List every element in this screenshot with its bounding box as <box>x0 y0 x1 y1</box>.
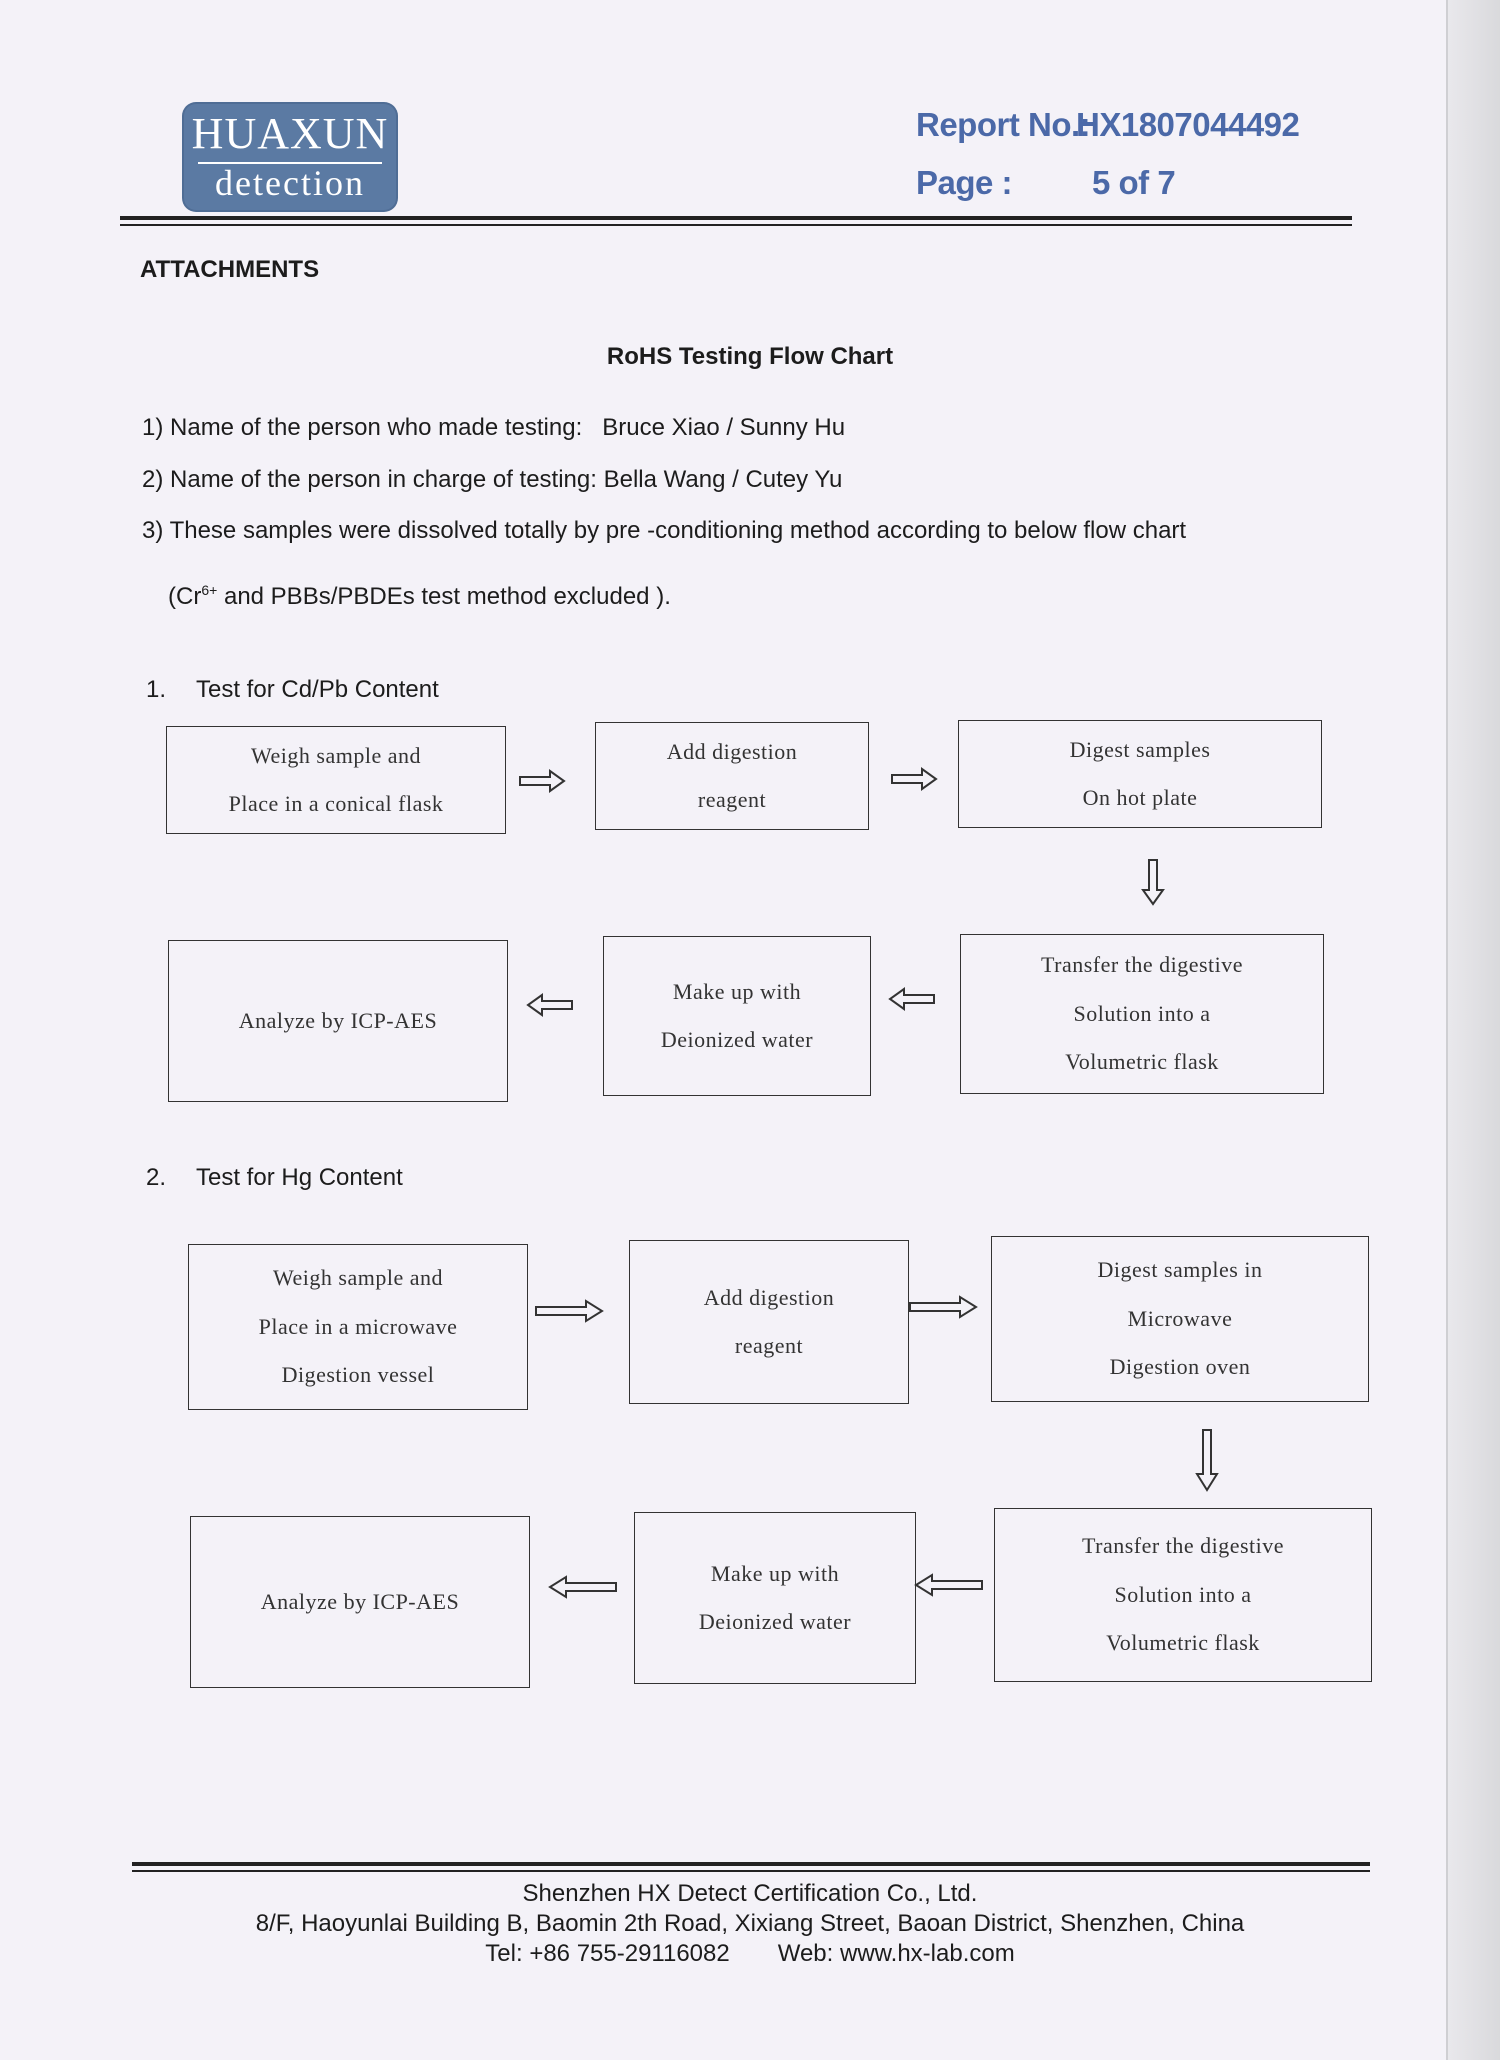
footer-contact: Tel: +86 755-29116082 Web: www.hx-lab.com <box>0 1940 1500 1968</box>
s2-step-weigh-line1: Weigh sample and <box>273 1265 443 1291</box>
section-1-title: Test for Cd/Pb Content <box>196 676 439 703</box>
footer-rule-bottom <box>132 1870 1370 1872</box>
s1-step-weigh: Weigh sample and Place in a conical flas… <box>166 726 506 834</box>
s2-step-add-reagent-line2: reagent <box>734 1333 804 1358</box>
s1-step-digest: Digest samples On hot plate <box>958 720 1322 828</box>
footer-web: Web: www.hx-lab.com <box>777 1940 1015 1967</box>
s2-arrow-right-2-icon <box>909 1295 978 1319</box>
info-line-2-label: 2) Name of the person in charge of testi… <box>142 466 597 493</box>
s1-step-makeup-line2: Deionized water <box>660 1027 814 1052</box>
section-1-number: 1. <box>146 676 167 703</box>
info-line-3: 3) These samples were dissolved totally … <box>142 517 1187 544</box>
flow-chart-title: RoHS Testing Flow Chart <box>606 343 894 370</box>
footer-address: 8/F, Haoyunlai Building B, Baomin 2th Ro… <box>255 1910 1245 1937</box>
s1-step-add-reagent: Add digestion reagent <box>595 722 869 830</box>
header-rule-bottom <box>120 224 1352 226</box>
s1-arrow-right-2-icon <box>891 767 938 791</box>
info-line-1-value: Bruce Xiao / Sunny Hu <box>602 414 846 441</box>
s2-step-makeup-line1: Make up with <box>710 1560 840 1586</box>
section-2-number: 2. <box>146 1164 167 1191</box>
report-number-label: Report No.: <box>916 106 1091 143</box>
s2-step-digest: Digest samples in Microwave Digestion ov… <box>991 1236 1369 1402</box>
s2-step-transfer: Transfer the digestive Solution into a V… <box>994 1508 1372 1682</box>
s1-step-analyze: Analyze by ICP-AES <box>168 940 508 1102</box>
footer-company: Shenzhen HX Detect Certification Co., Lt… <box>522 1880 978 1907</box>
s2-step-transfer-line1: Transfer the digestive <box>1081 1533 1285 1559</box>
s2-step-analyze-line1: Analyze by ICP-AES <box>260 1588 460 1614</box>
logo-rule <box>198 162 382 164</box>
page-label: Page : <box>916 164 1013 201</box>
s1-step-transfer: Transfer the digestive Solution into a V… <box>960 934 1324 1094</box>
s2-step-transfer-line3: Volumetric flask <box>1106 1630 1260 1656</box>
footer-tel: Tel: +86 755-29116082 <box>485 1940 730 1967</box>
s2-arrow-down-icon <box>1195 1429 1219 1492</box>
huaxun-logo: HUAXUN detection <box>184 104 396 210</box>
s1-step-digest-line2: On hot plate <box>1082 785 1198 810</box>
s2-step-weigh: Weigh sample and Place in a microwave Di… <box>188 1244 528 1410</box>
s1-step-transfer-line1: Transfer the digestive <box>1040 952 1244 978</box>
s1-arrow-right-1-icon <box>519 769 566 793</box>
s1-arrow-left-2-icon <box>526 993 573 1017</box>
s2-step-makeup-line2: Deionized water <box>698 1609 852 1634</box>
s2-step-makeup: Make up with Deionized water <box>634 1512 916 1684</box>
section-2-heading: 2. Test for Hg Content <box>146 1164 403 1192</box>
s2-step-digest-line3: Digestion oven <box>1109 1354 1251 1380</box>
s1-step-weigh-line1: Weigh sample and <box>251 742 421 768</box>
s2-step-weigh-line3: Digestion vessel <box>281 1362 435 1388</box>
info-line-4-sup: 6+ <box>201 582 218 598</box>
s2-step-transfer-line2: Solution into a <box>1114 1581 1252 1607</box>
s2-step-analyze: Analyze by ICP-AES <box>190 1516 530 1688</box>
logo-text-huaxun: HUAXUN <box>191 109 389 158</box>
s1-step-makeup-line1: Make up with <box>672 978 802 1004</box>
s1-step-transfer-line2: Solution into a <box>1073 1000 1211 1026</box>
section-1-heading: 1. Test for Cd/Pb Content <box>146 676 439 704</box>
s2-step-add-reagent-line1: Add digestion <box>703 1284 835 1310</box>
info-line-1-label: 1) Name of the person who made testing: <box>142 414 583 441</box>
info-line-4: (Cr6+ and PBBs/PBDEs test method exclude… <box>168 582 671 611</box>
s1-step-transfer-line3: Volumetric flask <box>1065 1049 1219 1075</box>
s1-step-weigh-line2: Place in a conical flask <box>228 791 444 816</box>
logo-text-detection: detection <box>215 163 365 203</box>
s2-step-weigh-line2: Place in a microwave <box>258 1313 458 1339</box>
page-number: 5 of 7 <box>1092 164 1176 201</box>
info-line-1: 1) Name of the person who made testing: … <box>142 414 845 442</box>
s1-arrow-down-icon <box>1141 859 1165 906</box>
s2-step-digest-line1: Digest samples in <box>1097 1257 1263 1283</box>
s1-step-makeup: Make up with Deionized water <box>603 936 871 1096</box>
s2-step-add-reagent: Add digestion reagent <box>629 1240 909 1404</box>
info-line-4-post: and PBBs/PBDEs test method excluded ). <box>217 583 671 610</box>
scan-page-edge <box>1448 0 1500 2060</box>
attachments-heading: ATTACHMENTS <box>140 256 320 283</box>
s2-step-digest-line2: Microwave <box>1127 1305 1233 1331</box>
s1-step-add-reagent-line2: reagent <box>697 787 767 812</box>
section-2-title: Test for Hg Content <box>196 1164 403 1191</box>
s1-step-analyze-line1: Analyze by ICP-AES <box>238 1007 438 1033</box>
info-line-2-value: Bella Wang / Cutey Yu <box>603 466 843 493</box>
s2-arrow-right-1-icon <box>535 1299 604 1323</box>
scan-page-edge-line <box>1446 0 1448 2060</box>
s1-arrow-left-1-icon <box>888 987 935 1011</box>
info-line-2: 2) Name of the person in charge of testi… <box>142 466 842 494</box>
info-line-4-pre: (Cr <box>168 583 202 610</box>
s2-arrow-left-2-icon <box>548 1575 617 1599</box>
s1-step-digest-line1: Digest samples <box>1069 736 1211 762</box>
header-rule-top <box>120 216 1352 220</box>
report-number: HX1807044492 <box>1076 106 1300 143</box>
s1-step-add-reagent-line1: Add digestion <box>666 738 798 764</box>
footer-rule-top <box>132 1862 1370 1866</box>
s2-arrow-left-1-icon <box>914 1573 983 1597</box>
